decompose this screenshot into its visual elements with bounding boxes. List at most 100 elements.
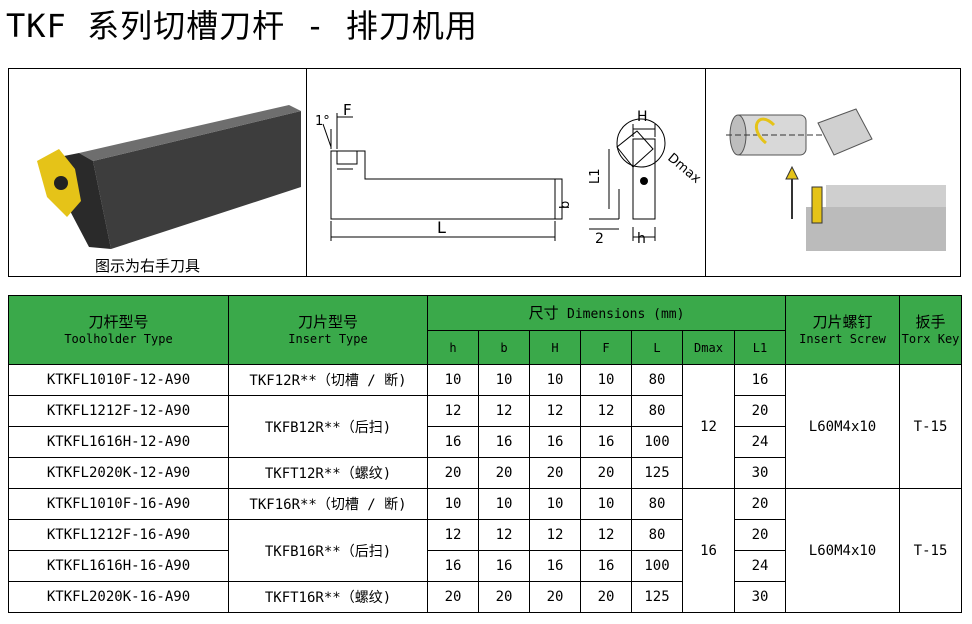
- dimension-drawing-svg: 1° F L H Dmax L1 b 2 h: [315, 101, 704, 247]
- table-row: KTKFL2020K-16-A90 TKFT16R**（螺纹) 20 20 20…: [8, 581, 962, 613]
- dim-L1: 30: [733, 457, 787, 489]
- model-cell: KTKFL1212F-16-A90: [8, 519, 229, 551]
- subheader-H: H: [529, 330, 581, 365]
- dim-L1: 30: [733, 581, 787, 613]
- model-cell: KTKFL1010F-12-A90: [8, 364, 229, 396]
- usage-illustration-svg: [726, 108, 946, 251]
- insert-cell: TKFB16R**（后扫): [228, 519, 428, 582]
- figure-panel: 图示为右手刀具: [8, 68, 961, 277]
- tool-photo: 图示为右手刀具: [9, 69, 306, 276]
- dim-L1: 20: [733, 488, 787, 520]
- label-two: 2: [595, 231, 604, 247]
- dim-h: 12: [427, 519, 479, 551]
- label-l1: L1: [588, 168, 603, 184]
- figure-caption: 图示为右手刀具: [95, 257, 201, 275]
- dim-h: 16: [427, 426, 479, 458]
- key-cell: T-15: [899, 488, 963, 613]
- dim-F: 12: [580, 519, 632, 551]
- label-b: b: [558, 201, 573, 209]
- dim-L: 125: [631, 457, 683, 489]
- dim-F: 20: [580, 581, 632, 613]
- subheader-L1: L1: [733, 330, 787, 365]
- insert-cell: TKF16R**（切槽 / 断): [228, 488, 428, 520]
- insert-cell: TKFT12R**（螺纹): [228, 457, 428, 489]
- dim-F: 16: [580, 426, 632, 458]
- dim-H: 20: [529, 457, 581, 489]
- dim-h: 20: [427, 457, 479, 489]
- dim-h: 16: [427, 550, 479, 582]
- dim-H: 16: [529, 426, 581, 458]
- table-row: KTKFL2020K-12-A90 TKFT12R**（螺纹) 20 20 20…: [8, 457, 962, 489]
- rotation-arrow-icon: [755, 117, 776, 145]
- insert-cell: TKF12R**（切槽 / 断): [228, 364, 428, 396]
- dim-H: 10: [529, 364, 581, 396]
- dim-b: 20: [478, 581, 530, 613]
- screw-cell: L60M4x10: [785, 364, 901, 489]
- dim-F: 20: [580, 457, 632, 489]
- label-angle: 1°: [315, 114, 330, 129]
- dim-b: 12: [478, 395, 530, 427]
- dim-L: 100: [631, 550, 683, 582]
- header-insert: 刀片型号 Insert Type: [228, 295, 428, 365]
- dim-H: 10: [529, 488, 581, 520]
- insert-cell: TKFT16R**（螺纹): [228, 581, 428, 613]
- header-dimensions: 尺寸 Dimensions (mm): [426, 295, 787, 331]
- dim-b: 10: [478, 364, 530, 396]
- label-dmax: Dmax: [664, 151, 703, 187]
- dim-L1: 24: [733, 426, 787, 458]
- model-cell: KTKFL1010F-16-A90: [8, 488, 229, 520]
- model-cell: KTKFL2020K-16-A90: [8, 581, 229, 613]
- dim-dmax: 16: [682, 488, 735, 613]
- figure-divider: [705, 69, 706, 276]
- dim-b: 16: [478, 550, 530, 582]
- table-row: KTKFL1616H-12-A90 16 16 16 16 100 24: [8, 426, 962, 458]
- dim-L: 80: [631, 395, 683, 427]
- subheader-F: F: [580, 330, 632, 365]
- figure-divider: [306, 69, 307, 276]
- dim-b: 12: [478, 519, 530, 551]
- screw-cell: L60M4x10: [785, 488, 901, 613]
- header-screw: 刀片螺钉 Insert Screw: [785, 295, 901, 365]
- dim-L: 80: [631, 364, 683, 396]
- dim-L1: 16: [733, 364, 787, 396]
- dim-L1: 24: [733, 550, 787, 582]
- table-row: KTKFL1010F-16-A90 TKF16R**（切槽 / 断) 10 10…: [8, 488, 963, 613]
- insert-cell: TKFB12R**（后扫): [228, 395, 428, 458]
- dim-L1: 20: [733, 395, 787, 427]
- subheader-h: h: [427, 330, 479, 365]
- label-h-bottom: h: [637, 231, 646, 247]
- label-f: F: [343, 101, 352, 119]
- dim-h: 10: [427, 488, 479, 520]
- subheader-L: L: [631, 330, 683, 365]
- dim-b: 20: [478, 457, 530, 489]
- model-cell: KTKFL1212F-12-A90: [8, 395, 229, 427]
- insert-icon: [811, 186, 823, 224]
- dim-L: 80: [631, 519, 683, 551]
- model-cell: KTKFL1616H-12-A90: [8, 426, 229, 458]
- up-arrow-icon: [785, 165, 799, 180]
- table-row: KTKFL1212F-12-A90 TKFB12R**（后扫) 12 12 12…: [8, 395, 962, 458]
- dim-F: 10: [580, 364, 632, 396]
- subheader-row: h b H F L Dmax L1: [9, 330, 962, 365]
- subheader-dmax: Dmax: [682, 330, 735, 365]
- dim-H: 20: [529, 581, 581, 613]
- usage-illustration: [706, 69, 961, 276]
- page-title: TKF 系列切槽刀杆 - 排刀机用: [6, 7, 478, 45]
- spec-table: 刀杆型号 Toolholder Type 刀片型号 Insert Type 尺寸…: [8, 295, 963, 613]
- key-cell: T-15: [899, 364, 963, 489]
- dim-H: 12: [529, 395, 581, 427]
- dim-L1: 20: [733, 519, 787, 551]
- dim-dmax: 12: [682, 364, 735, 489]
- header-toolholder: 刀杆型号 Toolholder Type: [8, 295, 229, 365]
- dim-h: 10: [427, 364, 479, 396]
- header-row: 刀杆型号 Toolholder Type 刀片型号 Insert Type 尺寸…: [8, 295, 963, 365]
- dim-H: 16: [529, 550, 581, 582]
- dim-F: 10: [580, 488, 632, 520]
- model-cell: KTKFL1616H-16-A90: [8, 550, 229, 582]
- dim-h: 12: [427, 395, 479, 427]
- subheader-b: b: [478, 330, 530, 365]
- dim-F: 12: [580, 395, 632, 427]
- dimension-drawing: 1° F L H Dmax L1 b 2 h: [307, 69, 705, 276]
- dim-L: 100: [631, 426, 683, 458]
- dim-F: 16: [580, 550, 632, 582]
